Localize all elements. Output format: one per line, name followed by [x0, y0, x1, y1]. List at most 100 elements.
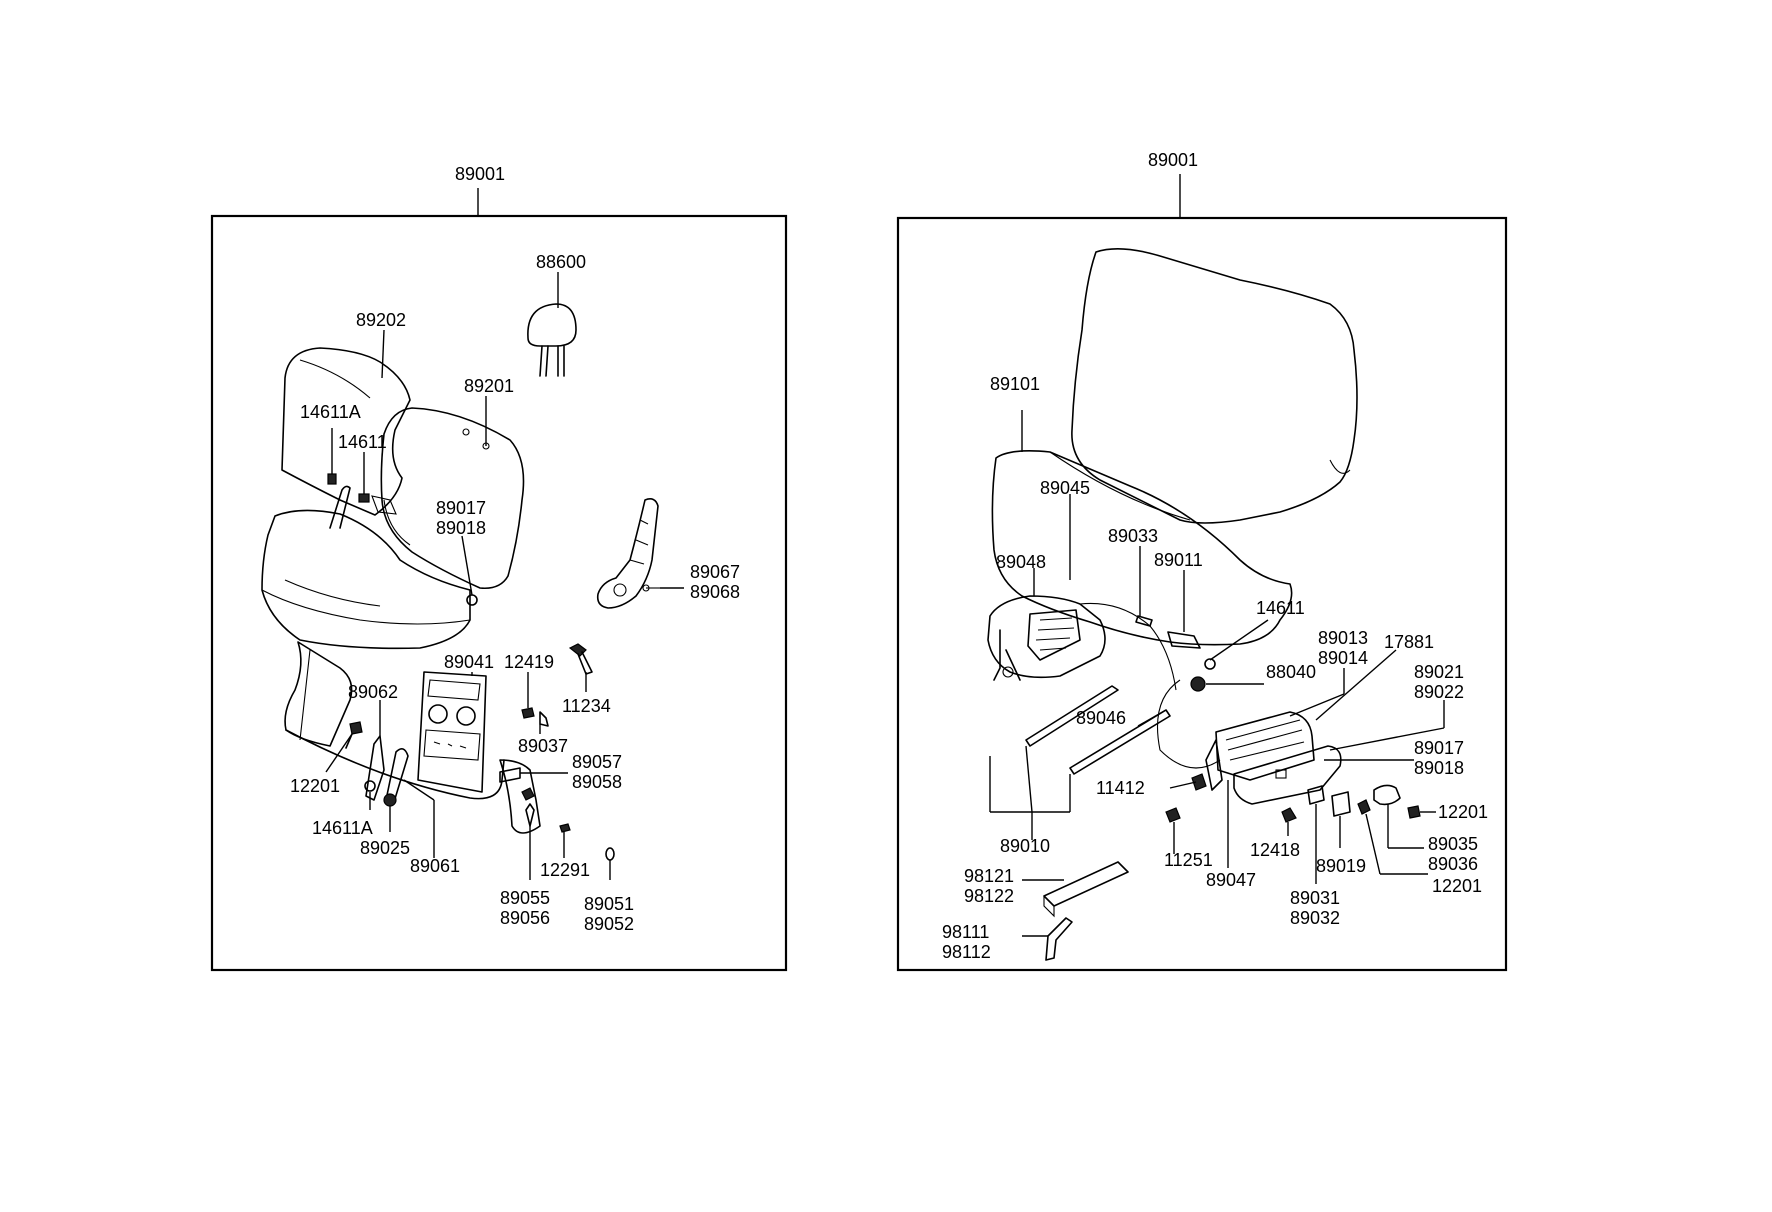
- seat-cushion: [261, 509, 471, 650]
- bolt-12201-b: [1357, 799, 1371, 815]
- label-98111: 98111: [942, 922, 989, 942]
- label-89035: 89035: [1428, 834, 1478, 854]
- label-98122: 98122: [964, 886, 1014, 906]
- label-98121: 98121: [964, 866, 1014, 886]
- clip-14611A: [364, 780, 376, 792]
- label-89056: 89056: [500, 908, 550, 928]
- screw-12418: [1281, 807, 1297, 823]
- label-89033: 89033: [1108, 526, 1158, 546]
- right-assembly-number: 89001: [1148, 150, 1198, 170]
- label-14611-top: 14611: [338, 432, 387, 452]
- label-12201-b: 12201: [1432, 876, 1482, 896]
- bolt-11251: [1165, 807, 1181, 823]
- label-11412: 11412: [1096, 778, 1145, 798]
- label-88040: 88040: [1266, 662, 1316, 682]
- bracket-98121: [1043, 861, 1129, 918]
- label-89101: 89101: [990, 374, 1040, 394]
- label-12418: 12418: [1250, 840, 1300, 860]
- label-89202: 89202: [356, 310, 406, 330]
- left-panel-frame: [210, 214, 788, 972]
- seatback-right-section: [371, 407, 525, 590]
- label-89201: 89201: [464, 376, 514, 396]
- nut-89025: [383, 793, 397, 807]
- label-89062: 89062: [348, 682, 398, 702]
- label-12201: 12201: [290, 776, 340, 796]
- label-89014: 89014: [1318, 648, 1368, 668]
- cover-89019: [1331, 791, 1351, 817]
- latch-assembly: [596, 498, 660, 609]
- hardware-89037: [521, 707, 549, 727]
- cover-89031: [1307, 785, 1325, 805]
- label-12419: 12419: [504, 652, 554, 672]
- label-89046: 89046: [1076, 708, 1126, 728]
- handle-89035: [1373, 784, 1401, 806]
- storage-box: [417, 671, 487, 793]
- left-leaders: [325, 272, 684, 880]
- label-12291: 12291: [540, 860, 590, 880]
- right-panel-frame: [896, 216, 1508, 972]
- label-89013: 89013: [1318, 628, 1368, 648]
- bracket-98111: [1045, 917, 1073, 961]
- label-89058: 89058: [572, 772, 622, 792]
- label-14611: 14611: [1256, 598, 1305, 618]
- strap-89062: [365, 735, 409, 803]
- label-89018: 89018: [436, 518, 486, 538]
- label-89018: 89018: [1414, 758, 1464, 778]
- label-89010: 89010: [1000, 836, 1050, 856]
- right-leaders: [989, 410, 1445, 937]
- bench-seatback: [1071, 248, 1358, 524]
- label-89041: 89041: [444, 652, 494, 672]
- label-89031: 89031: [1290, 888, 1340, 908]
- adjuster-assembly: [1205, 711, 1342, 805]
- right-panel: 89001: [896, 150, 1508, 972]
- clip-14611: [1204, 658, 1216, 670]
- headrest: [527, 303, 577, 377]
- label-89019: 89019: [1316, 856, 1366, 876]
- hardware-89057: [499, 767, 521, 783]
- screw-12291: [559, 823, 571, 833]
- label-89055: 89055: [500, 888, 550, 908]
- label-89067: 89067: [690, 562, 740, 582]
- label-89061: 89061: [410, 856, 460, 876]
- bolt-11234: [568, 643, 593, 675]
- bolt-12201: [345, 721, 363, 749]
- label-88600: 88600: [536, 252, 586, 272]
- label-89051: 89051: [584, 894, 634, 914]
- label-14611A-top: 14611A: [300, 402, 361, 422]
- bracket-89011: [1167, 631, 1201, 649]
- fastener-89055: [521, 787, 535, 827]
- label-89032: 89032: [1290, 908, 1340, 928]
- bolt-12201-a: [1407, 805, 1421, 819]
- label-89045: 89045: [1040, 478, 1090, 498]
- latch-89017: [466, 594, 478, 606]
- label-12201-a: 12201: [1438, 802, 1488, 822]
- seatback-panel: [284, 641, 541, 834]
- label-89011: 89011: [1154, 550, 1203, 570]
- label-89057: 89057: [572, 752, 622, 772]
- label-89036: 89036: [1428, 854, 1478, 874]
- label-17881: 17881: [1384, 632, 1434, 652]
- nut-88040: [1190, 676, 1206, 692]
- cap-89051: [605, 847, 615, 861]
- label-89047: 89047: [1206, 870, 1256, 890]
- bolt-89033: [1135, 615, 1153, 627]
- label-89048: 89048: [996, 552, 1046, 572]
- left-assembly-number: 89001: [455, 164, 505, 184]
- label-89017: 89017: [436, 498, 486, 518]
- label-89017: 89017: [1414, 738, 1464, 758]
- seatback-left-section: [281, 347, 411, 516]
- label-11234: 11234: [562, 696, 611, 716]
- label-89037: 89037: [518, 736, 568, 756]
- label-89068: 89068: [690, 582, 740, 602]
- bolt-11412: [1191, 773, 1207, 791]
- label-89021: 89021: [1414, 662, 1464, 682]
- label-89022: 89022: [1414, 682, 1464, 702]
- left-panel: 89001: [210, 164, 788, 972]
- bench-seat-cushion: [991, 450, 1293, 646]
- label-89025: 89025: [360, 838, 410, 858]
- label-14611A-bottom: 14611A: [312, 818, 373, 838]
- seat-frame-89048: [987, 595, 1177, 691]
- label-11251: 11251: [1164, 850, 1213, 870]
- label-89052: 89052: [584, 914, 634, 934]
